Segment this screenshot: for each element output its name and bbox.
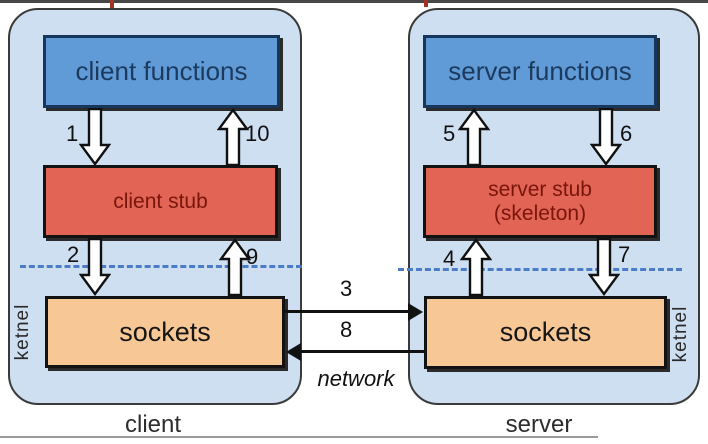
server-stub-line1: server stub xyxy=(488,177,592,201)
arrow-down-icon xyxy=(79,238,111,296)
step-label-7: 7 xyxy=(618,242,631,267)
step-label-3: 3 xyxy=(340,276,353,301)
step-label-1: 1 xyxy=(66,121,79,146)
step-label-4: 4 xyxy=(443,246,456,271)
arrow-up-icon xyxy=(460,238,492,296)
arrow-down-icon xyxy=(590,108,622,166)
arrow-up-icon xyxy=(217,108,249,166)
server-kernel-label: ketnel xyxy=(670,305,691,363)
arrow-left-icon xyxy=(286,343,301,361)
server-functions-box: server functions xyxy=(423,35,657,108)
step-label-10: 10 xyxy=(245,121,270,146)
client-functions-box: client functions xyxy=(43,35,280,108)
client-sockets-box: sockets xyxy=(45,296,285,368)
client-sockets-label: sockets xyxy=(119,316,211,347)
step-label-5: 5 xyxy=(443,121,456,146)
network-request-arrow-line xyxy=(285,310,411,313)
server-sockets-box: sockets xyxy=(424,296,667,369)
step-label-2: 2 xyxy=(67,242,80,267)
red-tick-mark xyxy=(110,0,114,8)
client-caption: client xyxy=(124,411,182,438)
red-tick-mark xyxy=(424,0,428,7)
client-kernel-boundary-dashed-line xyxy=(20,265,302,268)
step-label-6: 6 xyxy=(620,121,633,146)
server-functions-label: server functions xyxy=(448,56,632,86)
server-stub-box: server stub (skeleton) xyxy=(423,165,657,238)
top-edge-line xyxy=(0,0,708,3)
network-label: network xyxy=(317,366,395,391)
server-caption: server xyxy=(505,411,573,438)
step-label-8: 8 xyxy=(340,317,353,342)
server-stub-line2: (skeleton) xyxy=(493,201,587,225)
server-stub-label: server stub (skeleton) xyxy=(488,178,592,226)
arrow-down-icon xyxy=(588,238,620,296)
arrow-right-icon xyxy=(408,303,423,321)
client-kernel-label: ketnel xyxy=(12,303,33,361)
server-kernel-boundary-dashed-line xyxy=(398,268,682,271)
client-functions-label: client functions xyxy=(75,56,248,86)
arrow-up-icon xyxy=(219,238,251,296)
bottom-edge-line xyxy=(0,436,598,438)
arrow-up-icon xyxy=(458,108,490,166)
client-stub-label: client stub xyxy=(113,189,208,213)
server-sockets-label: sockets xyxy=(499,317,592,347)
arrow-down-icon xyxy=(79,108,111,166)
network-reply-arrow-line xyxy=(299,350,424,353)
step-label-9: 9 xyxy=(246,244,259,269)
client-stub-box: client stub xyxy=(43,165,278,238)
